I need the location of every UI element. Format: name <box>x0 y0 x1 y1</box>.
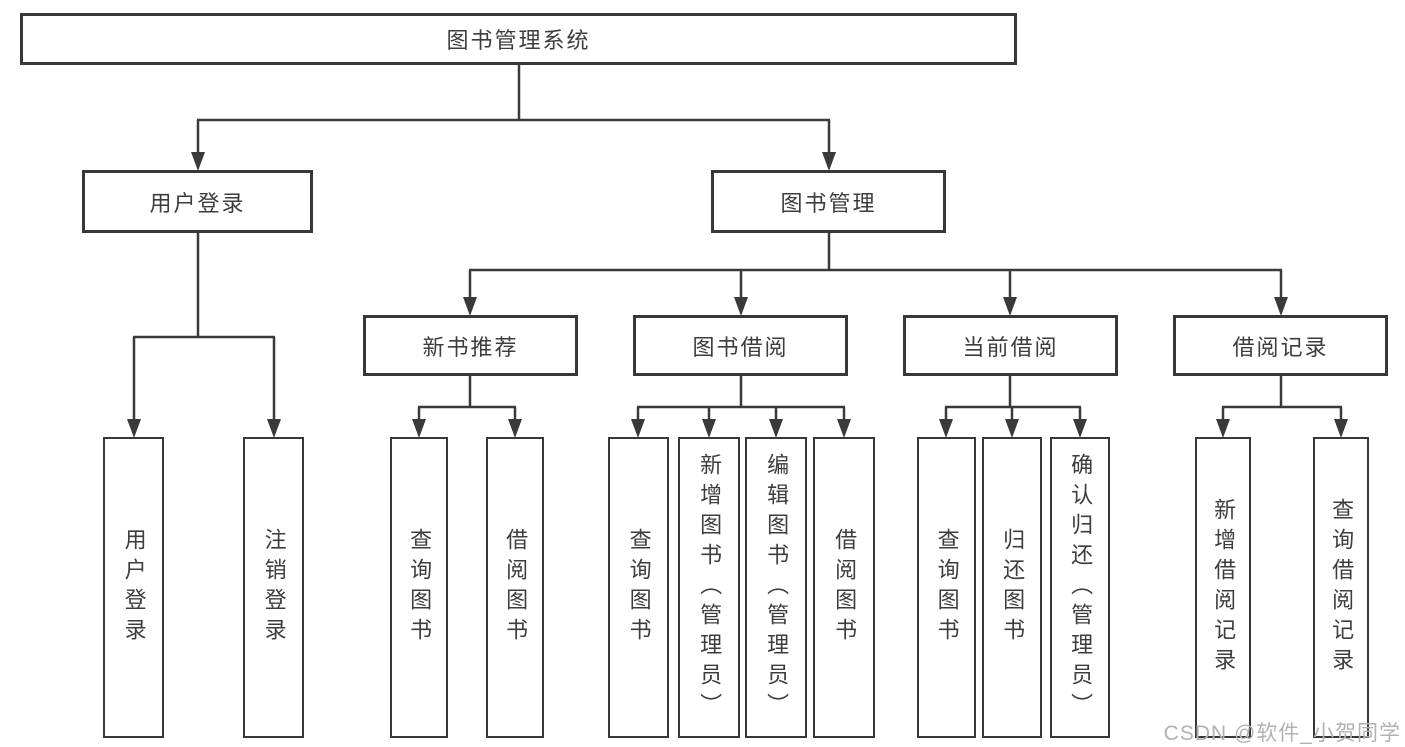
node-leaf-add-books-admin: 新增图书（管理员） <box>678 437 740 738</box>
node-label: 借阅记录 <box>1232 334 1329 360</box>
node-label: 用户登录 <box>149 190 246 216</box>
node-label: 查询图书 <box>626 527 652 648</box>
node-current-borrowing: 当前借阅 <box>903 315 1118 376</box>
node-label: 借阅图书 <box>503 527 529 648</box>
node-label: 确认归还（管理员） <box>1068 452 1094 723</box>
node-label: 图书借阅 <box>692 334 789 360</box>
node-label: 图书管理 <box>780 190 877 216</box>
node-label: 注销登录 <box>261 527 287 648</box>
node-leaf-logout: 注销登录 <box>243 437 304 738</box>
node-label: 图书管理系统 <box>446 28 591 53</box>
node-label: 新书推荐 <box>422 334 519 360</box>
node-leaf-add-borrow-record: 新增借阅记录 <box>1195 437 1251 738</box>
node-leaf-edit-books-admin: 编辑图书（管理员） <box>745 437 807 738</box>
csdn-watermark: CSDN @软件_小贺同学 <box>1163 722 1401 745</box>
node-leaf-confirm-return-admin: 确认归还（管理员） <box>1050 437 1110 738</box>
node-leaf-query-books-borrowing: 查询图书 <box>608 437 669 738</box>
node-leaf-query-books-recommend: 查询图书 <box>390 437 448 738</box>
node-leaf-user-login: 用户登录 <box>103 437 164 738</box>
node-label: 查询图书 <box>934 527 960 648</box>
node-label: 新增图书（管理员） <box>697 452 723 723</box>
node-label: 编辑图书（管理员） <box>764 452 790 723</box>
node-label: 查询图书 <box>407 527 433 648</box>
node-label: 当前借阅 <box>962 334 1059 360</box>
node-borrow-records: 借阅记录 <box>1173 315 1388 376</box>
node-label: 新增借阅记录 <box>1211 497 1237 678</box>
node-label: 查询借阅记录 <box>1329 497 1355 678</box>
node-user-login-group: 用户登录 <box>82 170 313 233</box>
node-book-borrowing: 图书借阅 <box>633 315 848 376</box>
node-new-book-recommend: 新书推荐 <box>363 315 578 376</box>
node-book-management: 图书管理 <box>711 170 946 233</box>
connector-path <box>132 65 1343 421</box>
node-leaf-query-books-current: 查询图书 <box>917 437 976 738</box>
node-label: 归还图书 <box>1000 527 1026 648</box>
node-label: 借阅图书 <box>832 527 858 648</box>
node-leaf-borrow-books: 借阅图书 <box>813 437 875 738</box>
node-leaf-return-books: 归还图书 <box>982 437 1042 738</box>
node-leaf-query-borrow-record: 查询借阅记录 <box>1313 437 1369 738</box>
node-root-system: 图书管理系统 <box>20 13 1017 65</box>
node-label: 用户登录 <box>121 527 147 648</box>
node-leaf-borrow-books-recommend: 借阅图书 <box>486 437 544 738</box>
